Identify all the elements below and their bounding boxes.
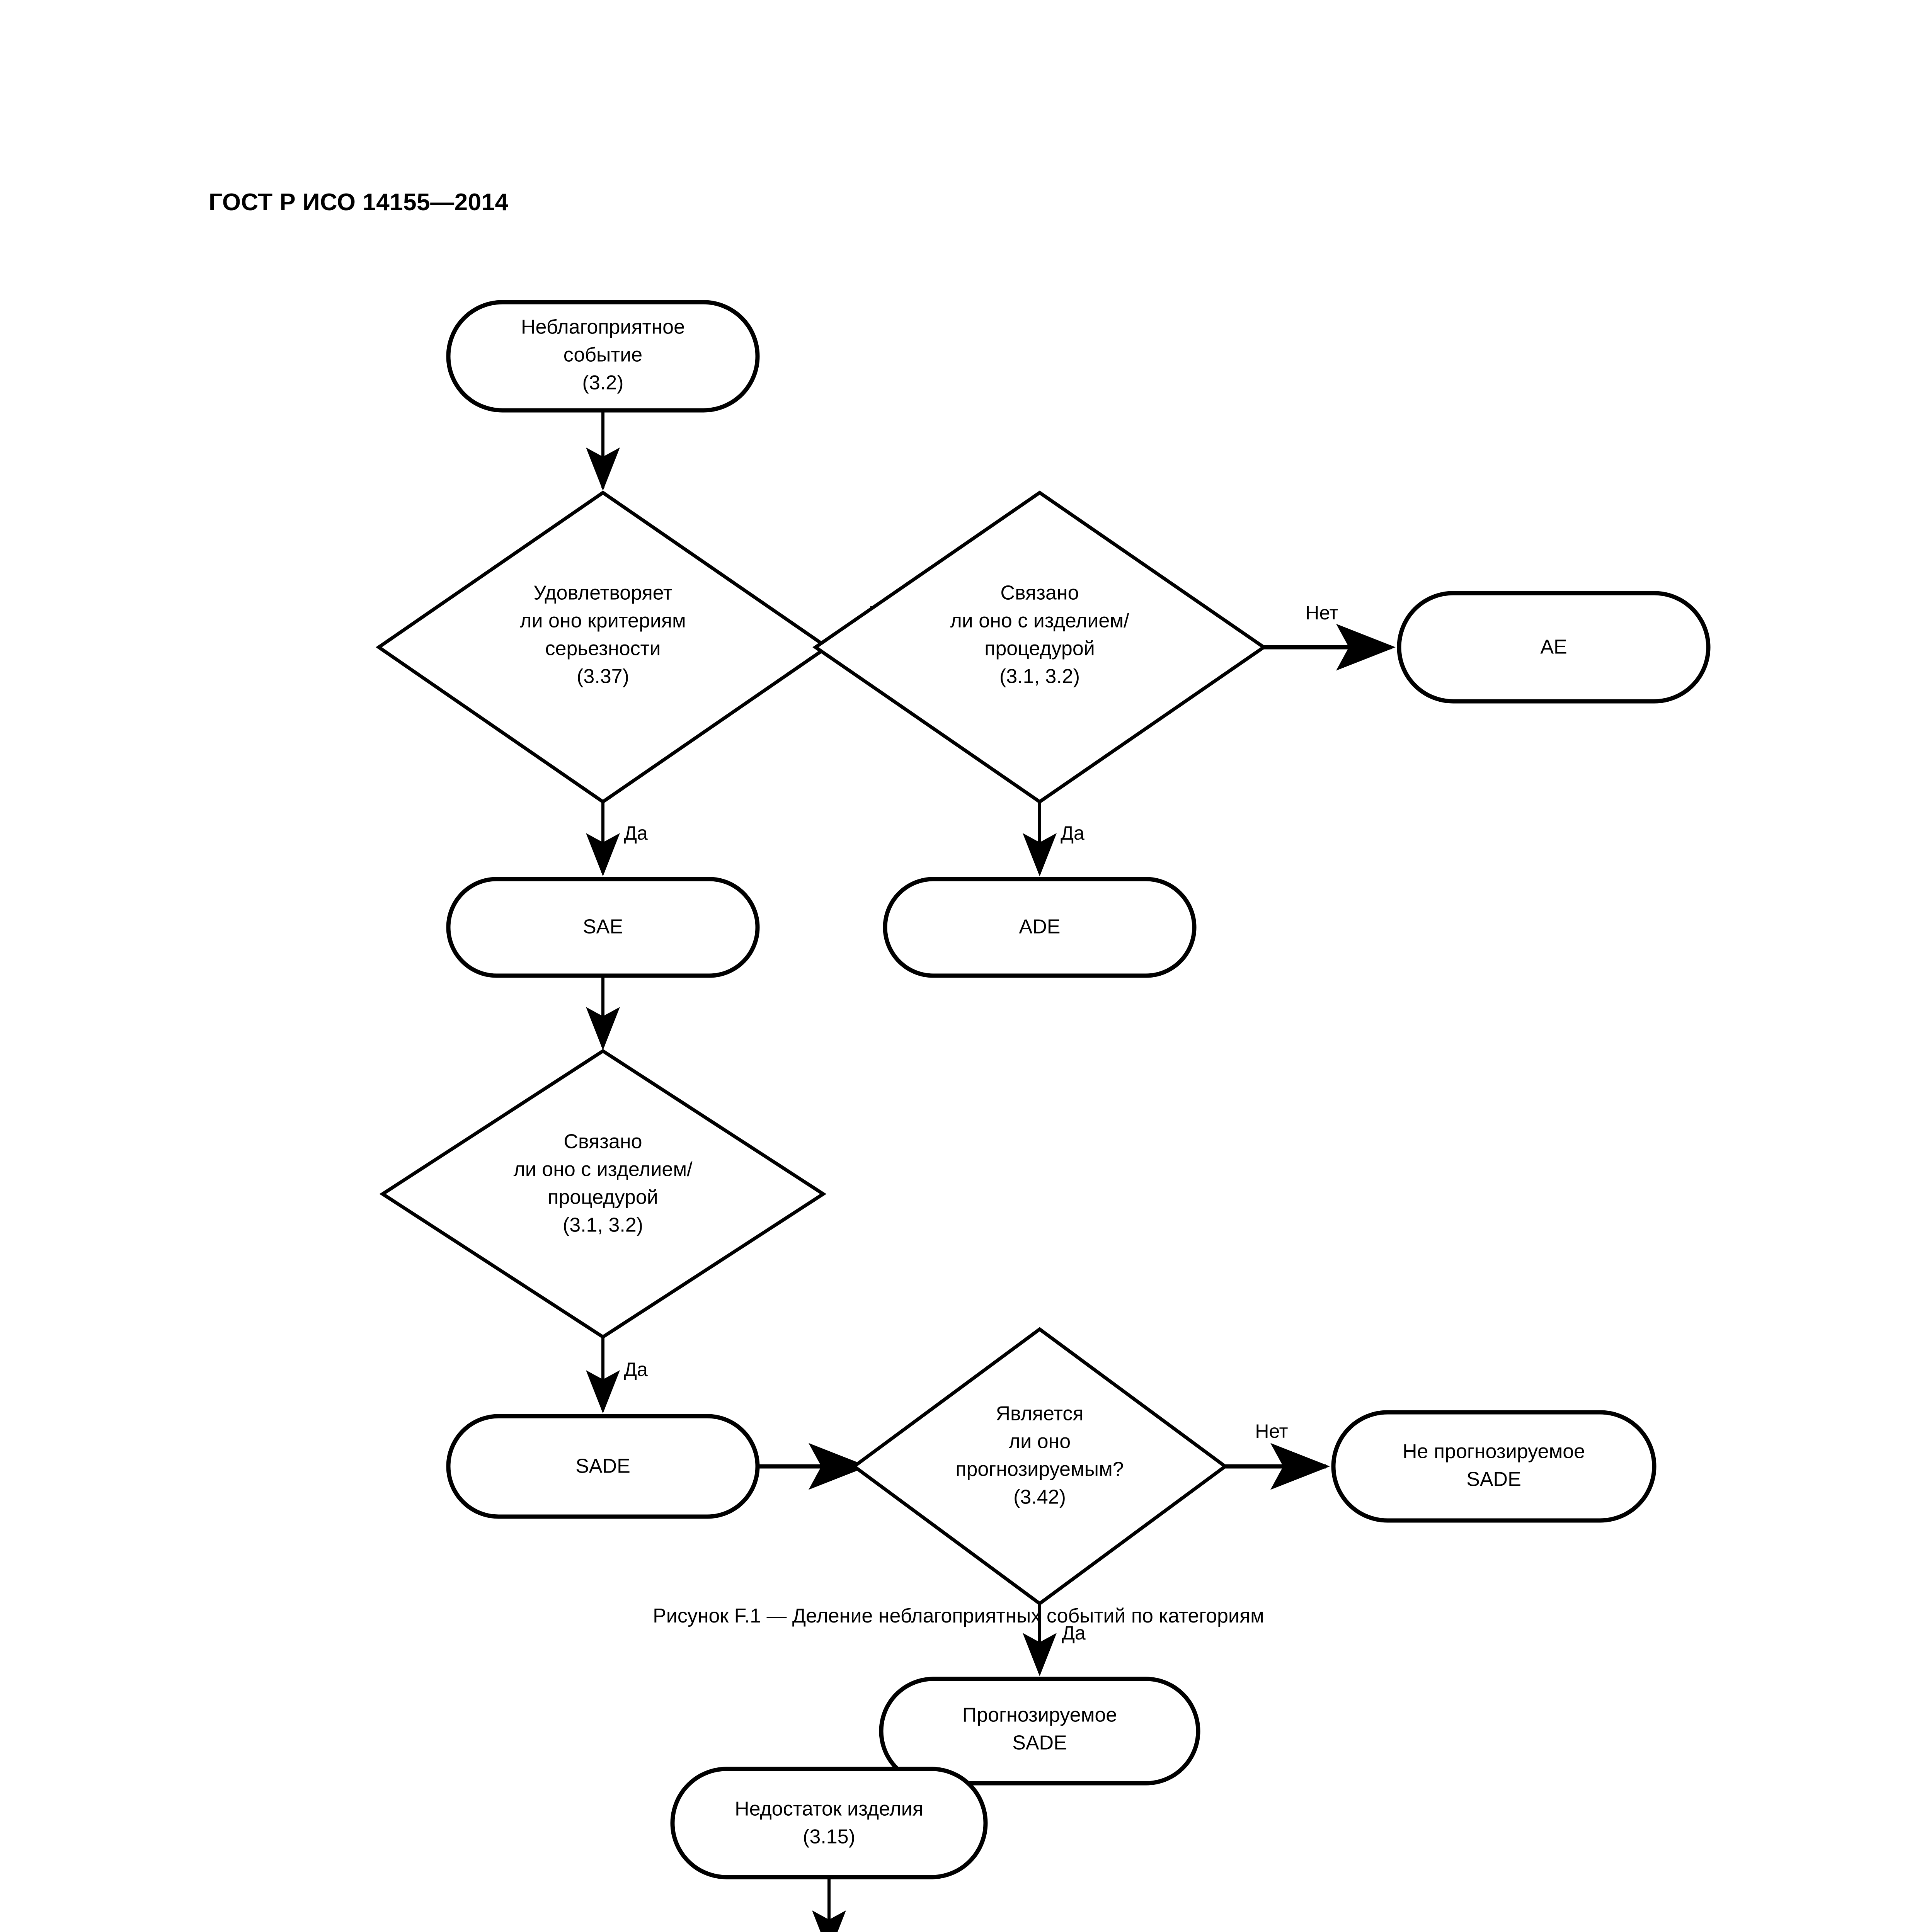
figure-f2-flowchart: Недостаток изделия (3.15) Может ли он пр… [670, 1767, 988, 1932]
node-related-line3: процедурой [984, 638, 1095, 660]
figure-f1-caption: Рисунок F.1 — Деление неблагоприятных со… [653, 1605, 1264, 1627]
edge-label-related-yes: Да [1061, 822, 1084, 844]
node-unanticipated-sade: Не прогнозируемое SADE [1331, 1410, 1657, 1523]
node-adverse-event-line2: событие [564, 344, 642, 366]
node-sade-label: SADE [575, 1455, 630, 1478]
node-related2-line3: процедурой [548, 1186, 658, 1209]
node-usade-line1: Не прогнозируемое [1403, 1440, 1585, 1463]
node-related2-line4: (3.1, 3.2) [563, 1214, 643, 1236]
node-related-decision: Связано ли оно с изделием/ процедурой (3… [812, 490, 1267, 804]
edge-label-seriousness-yes: Да [624, 822, 648, 844]
node-anticipated-line4: (3.42) [1013, 1486, 1066, 1509]
node-usade-line2: SADE [1466, 1468, 1521, 1491]
node-anticipated-line1: Является [996, 1403, 1083, 1425]
node-asade-line2: SADE [1012, 1732, 1067, 1754]
node-sade: SADE [446, 1414, 760, 1519]
node-anticipated-line2: ли оно [1009, 1430, 1071, 1453]
node-seriousness-decision: Удовлетворяет ли оно критериям серьезнос… [376, 490, 830, 804]
node-anticipated-line3: прогнозируемым? [955, 1458, 1124, 1481]
node-device-deficiency: Недостаток изделия (3.15) [670, 1767, 988, 1879]
node-seriousness-line2: ли оно критериям [520, 610, 686, 632]
node-ade: ADE [883, 877, 1197, 978]
figure-f1-flowchart: Неблагоприятное событие (3.2) Удовлетвор… [376, 300, 1711, 1786]
node-asade-line1: Прогнозируемое [962, 1704, 1117, 1726]
node-related-decision-2: Связано ли оно с изделием/ процедурой (3… [379, 1049, 827, 1339]
node-anticipated-decision: Является ли оно прогнозируемым? (3.42) [851, 1327, 1228, 1606]
node-seriousness-line3: серьезности [545, 638, 661, 660]
node-adverse-event-line1: Неблагоприятное [521, 316, 685, 338]
document-header: ГОСТ Р ИСО 14155—2014 [209, 189, 509, 216]
edge-label-related2-yes: Да [624, 1359, 648, 1380]
node-sae-label: SAE [583, 916, 623, 938]
node-ade-label: ADE [1019, 916, 1061, 938]
node-ae-label: AE [1540, 636, 1567, 658]
node-ae: AE [1397, 591, 1711, 704]
node-related2-line1: Связано [564, 1131, 642, 1153]
node-anticipated-sade: Прогнозируемое SADE [879, 1677, 1200, 1786]
node-device-deficiency-line2: (3.15) [803, 1826, 855, 1848]
edge-label-anticipated-no: Нет [1255, 1420, 1288, 1442]
edge-label-related-no: Нет [1305, 602, 1338, 624]
node-related-line2: ли оно с изделием/ [950, 610, 1129, 632]
node-sae: SAE [446, 877, 760, 978]
node-related-line1: Связано [1000, 582, 1079, 604]
node-seriousness-line1: Удовлетворяет [533, 582, 672, 604]
edge-label-anticipated-yes: Да [1062, 1622, 1086, 1644]
node-device-deficiency-line1: Недостаток изделия [735, 1798, 923, 1820]
node-related2-line2: ли оно с изделием/ [513, 1158, 693, 1181]
node-adverse-event-line3: (3.2) [582, 372, 624, 394]
node-related-line4: (3.1, 3.2) [999, 665, 1080, 688]
node-adverse-event: Неблагоприятное событие (3.2) [446, 300, 760, 413]
node-seriousness-line4: (3.37) [577, 665, 629, 688]
